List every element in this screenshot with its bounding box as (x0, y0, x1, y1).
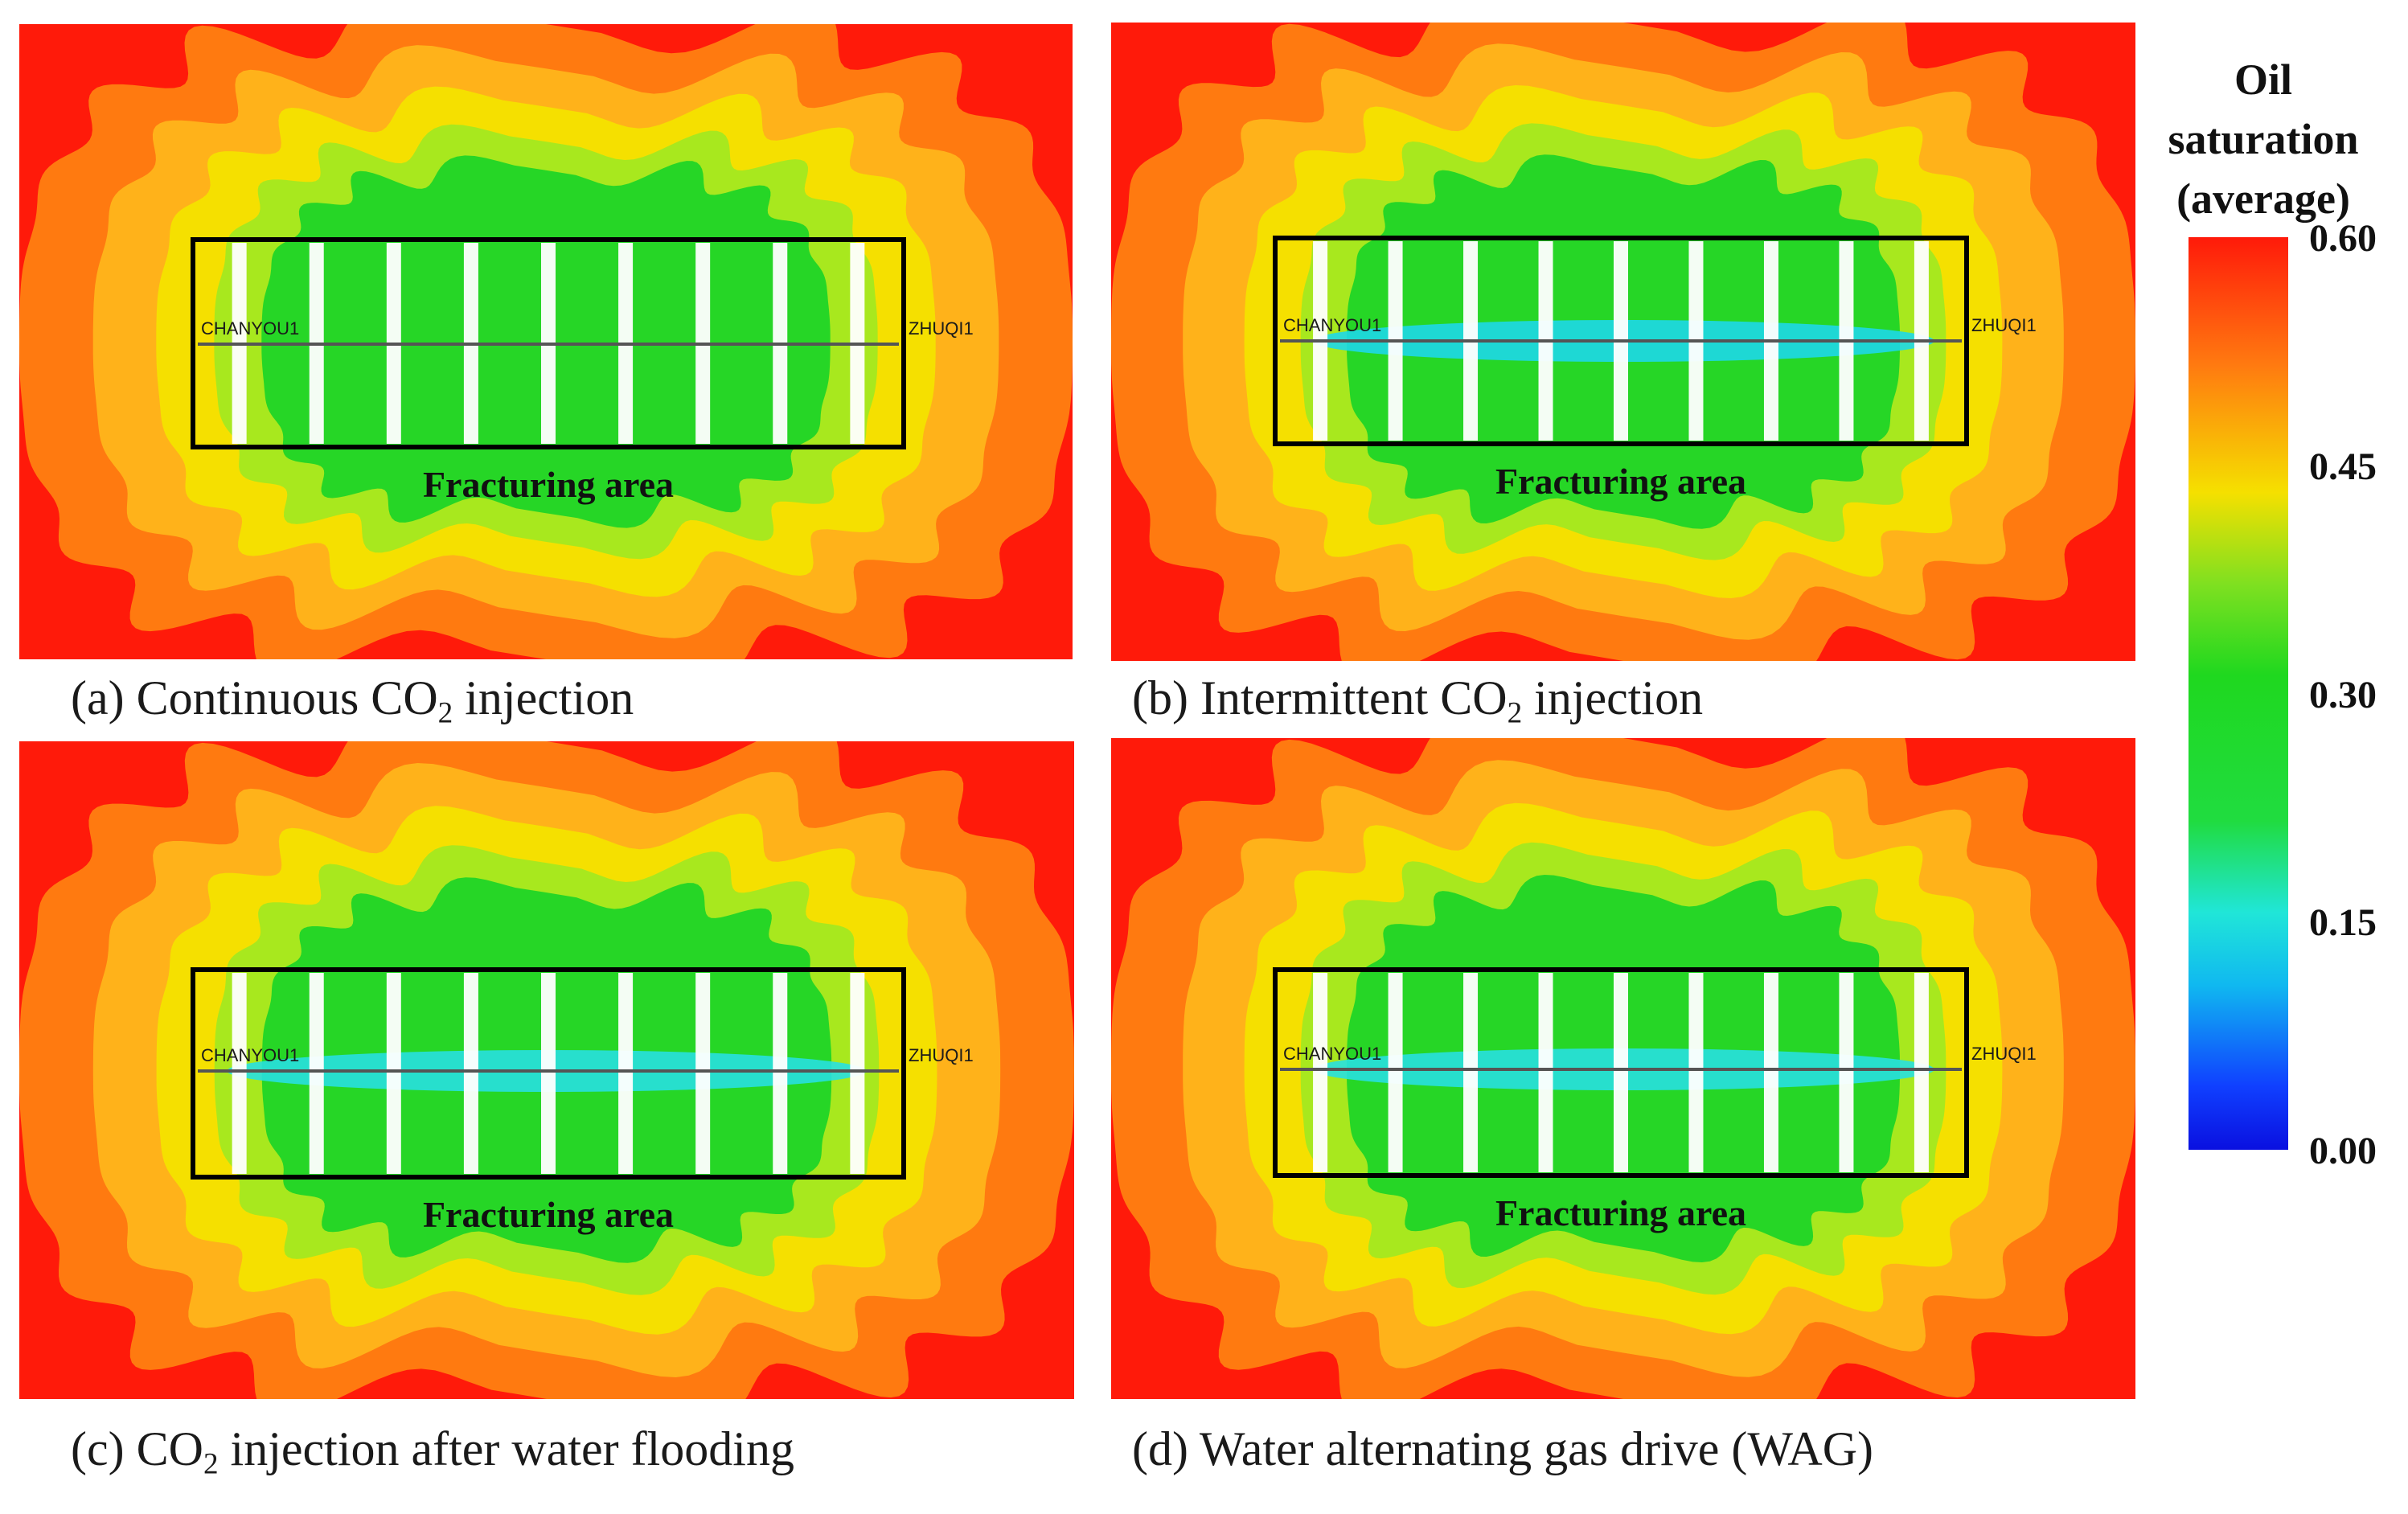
legend-title: Oil saturation (average) (2131, 50, 2396, 228)
panel-c-fracture-7 (695, 973, 711, 1174)
panel-c-fracture-9 (850, 973, 865, 1174)
panel-d-fracturing-box (1273, 967, 1969, 1178)
panel-d-fracture-2 (1388, 973, 1403, 1172)
legend-colorbar (2189, 237, 2288, 1150)
panel-d-fracture-5 (1614, 973, 1628, 1172)
caption-c-sub: 2 (203, 1447, 219, 1481)
panel-d-fracture-9 (1914, 973, 1929, 1172)
panel-d-fracturing-area-label: Fracturing area (1495, 1192, 1746, 1233)
caption-a-prefix: (a) Continuous CO (71, 671, 438, 724)
panel-c-fracture-1 (232, 973, 247, 1174)
caption-a-suffix: injection (453, 671, 634, 724)
caption-b-prefix: (b) Intermittent CO (1132, 671, 1508, 724)
panel-d-fracture-4 (1538, 973, 1553, 1172)
panel-c-fracture-5 (541, 973, 556, 1174)
panel-a-well-label-1: CHANYOU1 (201, 318, 299, 338)
panel-c-fracturing-area-label: Fracturing area (423, 1194, 674, 1235)
caption-c-suffix: injection after water flooding (218, 1422, 794, 1475)
caption-d-prefix: (d) Water alternating gas drive (WAG) (1132, 1422, 1874, 1475)
panel-d-fracture-6 (1688, 973, 1704, 1172)
caption-a-sub: 2 (437, 696, 453, 730)
panel-d-fracture-8 (1839, 973, 1854, 1172)
legend-tick-0.00: 0.00 (2309, 1130, 2377, 1172)
legend-tick-0.45: 0.45 (2309, 445, 2377, 488)
panel-d-fracture-7 (1763, 973, 1778, 1172)
panel-a-fracturing-area-label: Fracturing area (423, 464, 674, 505)
panel-c-fracture-2 (309, 973, 324, 1174)
panel-d-well-label-1: CHANYOU1 (1283, 1044, 1381, 1064)
panel-a-fracturing-box (191, 237, 906, 449)
legend-tick-0.60: 0.60 (2309, 217, 2377, 260)
panel-d-fracture-3 (1463, 973, 1479, 1172)
panel-b-well-label-1: CHANYOU1 (1283, 315, 1381, 335)
caption-d: (d) Water alternating gas drive (WAG) (1132, 1425, 1873, 1479)
legend-tick-0.15: 0.15 (2309, 901, 2377, 945)
panel-c-fracture-8 (773, 973, 788, 1174)
caption-b-sub: 2 (1507, 696, 1523, 730)
caption-b: (b) Intermittent CO2 injection (1132, 674, 1703, 728)
panel-b-fracturing-area-label: Fracturing area (1495, 461, 1746, 502)
panel-c-fracturing-box (191, 967, 906, 1180)
legend-title-line-2: saturation (2168, 115, 2359, 163)
legend-tick-0.30: 0.30 (2309, 673, 2377, 716)
caption-a: (a) Continuous CO2 injection (71, 674, 634, 728)
panel-c-well-label-1: CHANYOU1 (201, 1045, 299, 1065)
caption-b-suffix: injection (1522, 671, 1704, 724)
panel-c-fracture-6 (618, 973, 634, 1174)
legend-title-line-3: (average) (2176, 174, 2350, 223)
panel-b-well-label-2: ZHUQI1 (1971, 315, 2037, 335)
panel-c-fracture-3 (386, 973, 401, 1174)
panel-d-fracture-1 (1313, 973, 1328, 1172)
caption-c: (c) CO2 injection after water flooding (71, 1425, 794, 1479)
panel-d-well-label-2: ZHUQI1 (1971, 1044, 2037, 1064)
legend-title-line-1: Oil (2234, 55, 2292, 104)
panel-c-fracture-4 (463, 973, 478, 1174)
panel-b-fracturing-box (1273, 236, 1969, 446)
panel-a-well-label-2: ZHUQI1 (909, 318, 974, 338)
caption-c-prefix: (c) CO (71, 1422, 203, 1475)
panel-c-well-label-2: ZHUQI1 (909, 1045, 974, 1065)
